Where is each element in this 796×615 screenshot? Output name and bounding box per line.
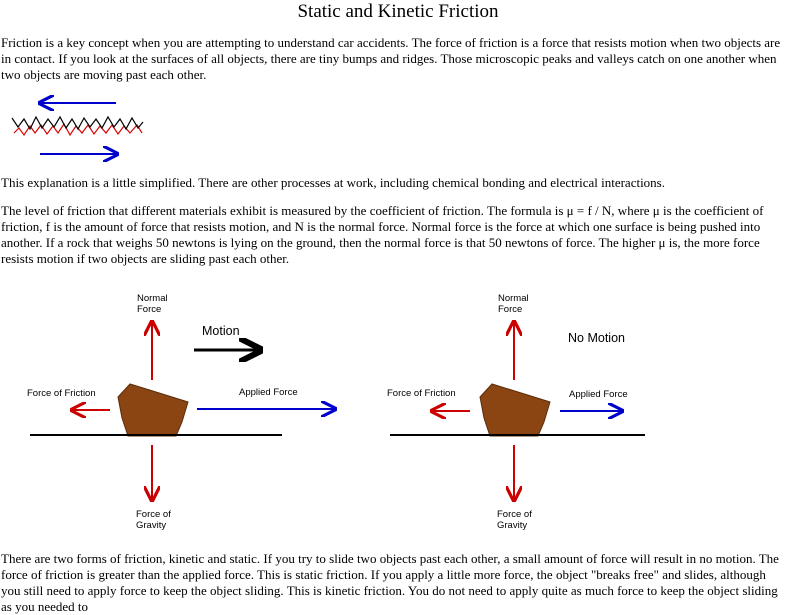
- diagram-no-motion: Normal Force No Motion Force of Friction…: [387, 293, 645, 531]
- gravity-force-label: Force of: [136, 509, 171, 520]
- paragraph-coefficient: The level of friction that different mat…: [1, 203, 764, 266]
- applied-force-label: Applied Force: [569, 389, 628, 400]
- normal-force-label: Normal: [137, 293, 168, 304]
- page-title: Static and Kinetic Friction: [297, 1, 499, 22]
- gravity-force-label-2: Gravity: [497, 520, 527, 531]
- motion-label: Motion: [202, 324, 240, 338]
- friction-force-label: Force of Friction: [27, 388, 96, 399]
- friction-force-label: Force of Friction: [387, 388, 456, 399]
- paragraph-simplified: This explanation is a little simplified.…: [1, 175, 665, 190]
- gravity-force-label: Force of: [497, 509, 532, 520]
- diagram-motion: Normal Force Motion Force of Friction Ap…: [27, 293, 335, 531]
- gravity-force-label-2: Gravity: [136, 520, 166, 531]
- document-page: Static and Kinetic Friction Friction is …: [1, 1, 781, 614]
- applied-force-label: Applied Force: [239, 387, 298, 398]
- no-motion-label: No Motion: [568, 331, 625, 345]
- rock: [479, 383, 551, 437]
- paragraph-static-kinetic: There are two forms of friction, kinetic…: [1, 551, 779, 614]
- rock: [117, 383, 189, 437]
- black-surface-line: [11, 115, 144, 131]
- normal-force-label: Normal: [498, 293, 529, 304]
- normal-force-label-2: Force: [498, 304, 522, 315]
- paragraph-intro: Friction is a key concept when you are a…: [1, 35, 781, 82]
- normal-force-label-2: Force: [137, 304, 161, 315]
- surface-roughness-diagram: [11, 95, 144, 165]
- force-diagrams: Normal Force Motion Force of Friction Ap…: [27, 293, 645, 531]
